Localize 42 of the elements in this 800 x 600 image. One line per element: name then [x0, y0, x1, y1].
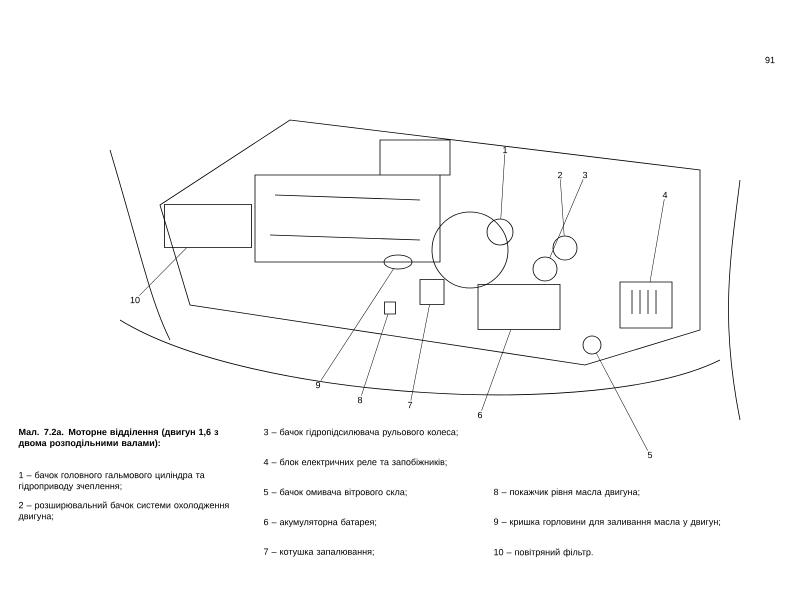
cap-ellipse — [384, 254, 412, 270]
callout-number: 3 — [582, 172, 588, 178]
legend-item: 7 – котушка запалювання; — [264, 548, 374, 557]
callout-number: 5 — [648, 452, 652, 458]
leader-line — [410, 304, 430, 401]
legend-item: 3 – бачок гідропідсилювача рульового колеса; — [264, 428, 458, 437]
reservoir-circle — [532, 256, 558, 282]
reservoir-circle — [582, 336, 602, 354]
reservoir-circle — [486, 218, 514, 246]
legend-item: 1 – бачок головного гальмового циліндра та гідроприводу зчеплення; — [19, 472, 205, 491]
legend-item: 2 – розширювальний бачок системи охолодження двигуна; — [18, 502, 229, 522]
part-box — [384, 302, 396, 314]
leader-line — [361, 314, 388, 396]
callout-number: 1 — [503, 146, 508, 154]
legend-item: 4 – блок електричних реле та запобіжників; — [264, 458, 446, 467]
leader-line — [500, 154, 505, 219]
callout-number: 9 — [316, 382, 320, 388]
leader-line — [560, 179, 564, 236]
callout-number: 10 — [130, 296, 140, 304]
leader-line — [481, 330, 511, 411]
leader-line — [550, 179, 584, 258]
legend-item: 6 – акумуляторна батарея; — [264, 518, 376, 527]
leader-line — [139, 248, 187, 296]
part-box — [420, 279, 444, 305]
leader-line — [320, 268, 394, 381]
leader-line — [650, 199, 665, 282]
callout-number: 7 — [408, 402, 412, 408]
legend-item: 5 – бачок омивача вітрового скла; — [264, 488, 406, 497]
legend-item: 10 – повітряний фільтр. — [494, 548, 593, 558]
callout-number: 8 — [358, 396, 362, 404]
callout-number: 6 — [478, 412, 482, 418]
callout-number: 4 — [662, 192, 668, 198]
reservoir-circle — [552, 236, 578, 260]
leader-line — [596, 353, 648, 451]
part-box — [164, 204, 252, 248]
page-number: 91 — [765, 56, 775, 64]
legend-item: 8 – покажчик рівня масла двигуна; — [494, 488, 640, 497]
callout-number: 2 — [558, 172, 562, 178]
part-box — [478, 284, 560, 330]
legend-item: 9 – кришка горловини для заливання масла у двигун; — [494, 518, 720, 527]
part-box — [620, 282, 672, 328]
figure-caption: Мал. 7.2а. Моторне відділення (двигун 1,6 з двома розподільними валами): — [18, 428, 218, 448]
